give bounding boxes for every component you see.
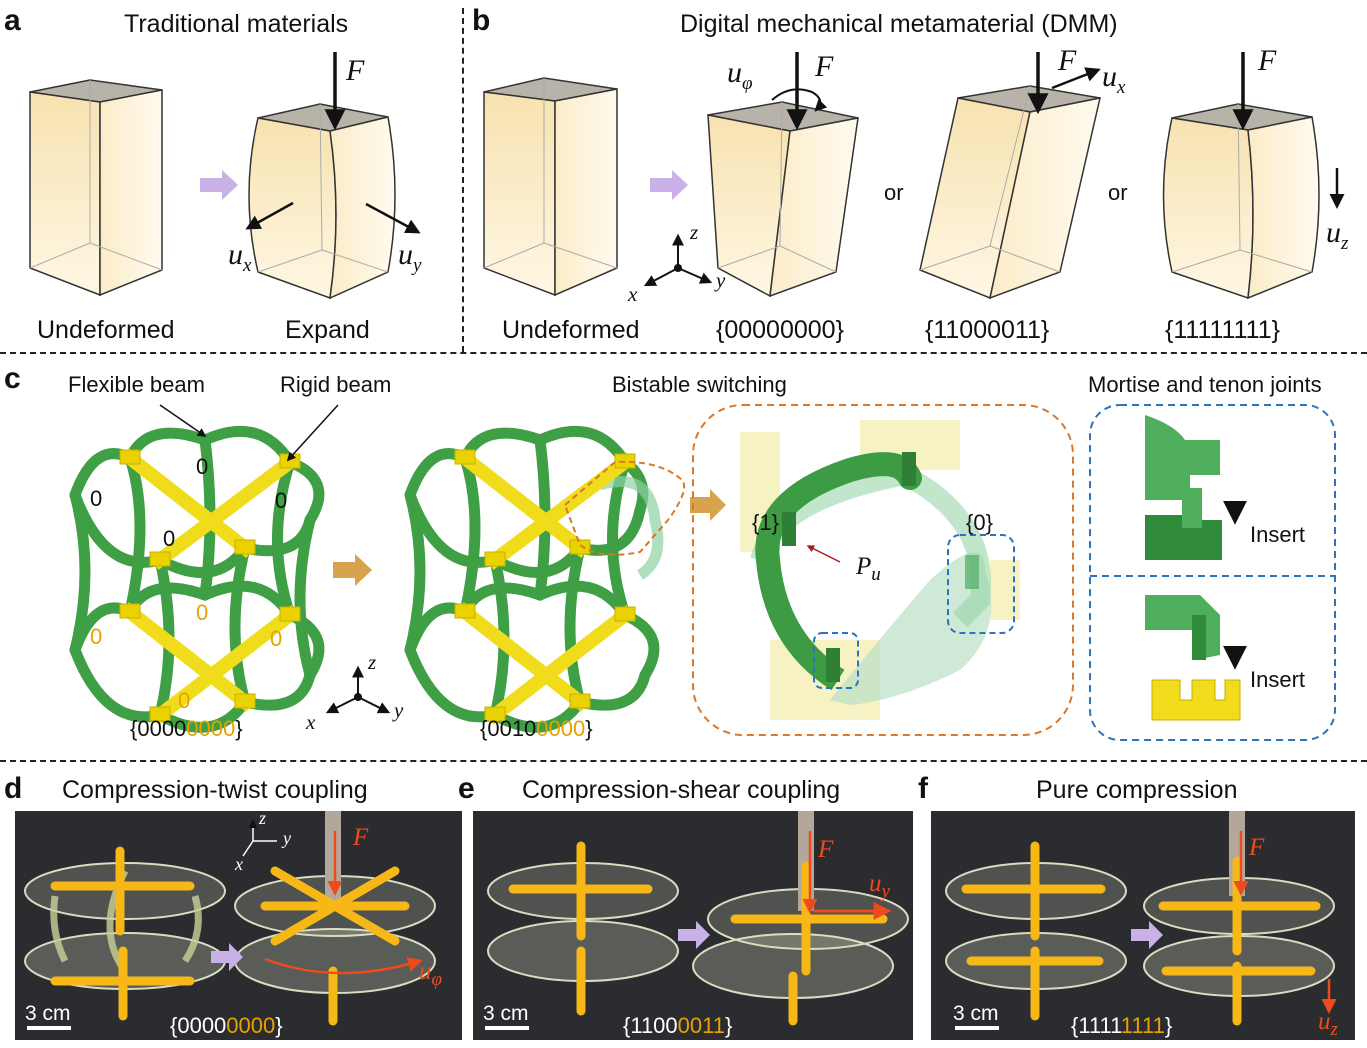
force-label-d: F	[353, 824, 369, 851]
panel-label-f: f	[918, 772, 928, 805]
arrow-a	[200, 170, 238, 200]
code-c2: {00100000}	[480, 716, 593, 741]
code-e: {11000011}	[623, 1013, 733, 1038]
panel-label-e: e	[458, 772, 475, 805]
ux-label-a: ux	[228, 238, 252, 276]
ux-label-b: ux	[1102, 60, 1126, 98]
cube-compress-b	[1162, 52, 1345, 300]
state-one-label: {1}	[752, 510, 779, 535]
axes-b	[643, 233, 713, 287]
axis-y-b: y	[716, 268, 726, 292]
code-f: {11111111}	[1071, 1013, 1173, 1038]
state-zero-top-3: 0	[275, 488, 288, 513]
photo-f: F uz 3 cm {11111111}	[931, 811, 1355, 1040]
uy-label-e: uy	[869, 870, 890, 902]
label-mortise: Mortise and tenon joints	[1088, 372, 1322, 397]
panel-label-b: b	[472, 4, 491, 37]
caption-undeformed-b: Undeformed	[502, 316, 640, 344]
state-zero-top-2: 0	[90, 486, 103, 511]
separator-ab	[462, 8, 464, 352]
axis-z-d: z	[259, 811, 267, 828]
axis-x-d: x	[235, 854, 243, 874]
force-label-b3: F	[1258, 44, 1277, 77]
force-label-b1: F	[815, 50, 834, 83]
insert-label-1: Insert	[1250, 522, 1306, 547]
axis-y-c: y	[394, 698, 404, 722]
axis-z-c: z	[368, 650, 377, 674]
axis-x-b: x	[628, 282, 638, 306]
uy-label-a: uy	[398, 238, 422, 276]
state-zero-label: {0}	[966, 510, 993, 535]
title-f: Pure compression	[1036, 776, 1238, 804]
uz-label-f: uz	[1318, 1008, 1338, 1040]
uz-label-b: uz	[1326, 216, 1349, 254]
title-d: Compression-twist coupling	[62, 776, 368, 804]
arrow-b	[650, 170, 688, 200]
state-zero-bottom-1: 0	[196, 600, 209, 625]
panel-label-d: d	[4, 772, 23, 805]
pointer-flexible-beam	[159, 404, 207, 438]
panel-label-c: c	[4, 362, 21, 395]
scale-bar-e: 3 cm	[483, 1002, 529, 1030]
code-c1: {00000000}	[130, 716, 243, 741]
force-label-a: F	[346, 54, 365, 87]
caption-expand-a: Expand	[285, 316, 370, 344]
title-a: Traditional materials	[124, 10, 349, 38]
state-zero-bottom-3: 0	[270, 626, 283, 651]
code-b1: {00000000}	[716, 316, 844, 344]
or-label-2: or	[1108, 180, 1128, 205]
state-zero-bottom-4: 0	[178, 688, 191, 713]
lattice-unit-2	[404, 425, 686, 733]
axis-y-d: y	[283, 828, 291, 848]
insert-label-2: Insert	[1250, 667, 1306, 692]
axes-c	[325, 665, 391, 714]
scale-bar-f: 3 cm	[953, 1002, 999, 1030]
state-zero-bottom-2: 0	[90, 624, 103, 649]
separator-middle	[0, 760, 1367, 762]
code-b2: {11000011}	[925, 316, 1050, 344]
uphi-label-d: uφ	[419, 958, 443, 990]
cube-shear-b	[919, 52, 1101, 300]
title-e: Compression-shear coupling	[522, 776, 841, 804]
axis-z-b: z	[690, 220, 699, 244]
cube-twist-b	[707, 52, 859, 298]
state-zero-top-4: 0	[163, 526, 176, 551]
or-label-1: or	[884, 180, 904, 205]
scale-bar-d: 3 cm	[25, 1002, 71, 1030]
title-b: Digital mechanical metamaterial (DMM)	[680, 10, 1118, 38]
label-flexible-beam: Flexible beam	[68, 372, 205, 397]
force-label-e: F	[818, 836, 834, 863]
arrow-c1	[333, 554, 372, 586]
cube-undeformed-a	[29, 79, 163, 297]
code-b3: {11111111}	[1165, 316, 1280, 344]
axis-x-c: x	[306, 710, 316, 734]
pu-label: Pu	[856, 553, 881, 585]
force-label-f: F	[1249, 834, 1265, 861]
pointer-rigid-beam	[286, 404, 339, 462]
photo-e: F uy 3 cm {11000011}	[473, 811, 913, 1040]
lattice-unit-1	[69, 425, 325, 733]
label-bistable: Bistable switching	[612, 372, 787, 397]
state-zero-top-1: 0	[196, 454, 209, 479]
panel-label-a: a	[4, 4, 21, 37]
bistable-box	[692, 404, 1074, 736]
mortise-box	[1089, 404, 1336, 741]
arrow-c2	[690, 489, 726, 521]
photo-d: F uφ z y x 3 cm {00000000}	[15, 811, 462, 1040]
caption-undeformed-a: Undeformed	[37, 316, 175, 344]
force-label-b2: F	[1058, 44, 1077, 77]
code-d: {00000000}	[170, 1013, 283, 1038]
cube-undeformed-b	[483, 77, 618, 297]
separator-top	[0, 352, 1367, 354]
cube-expanded-a	[245, 52, 421, 300]
uphi-label-b: uφ	[727, 56, 753, 94]
label-rigid-beam: Rigid beam	[280, 372, 392, 397]
